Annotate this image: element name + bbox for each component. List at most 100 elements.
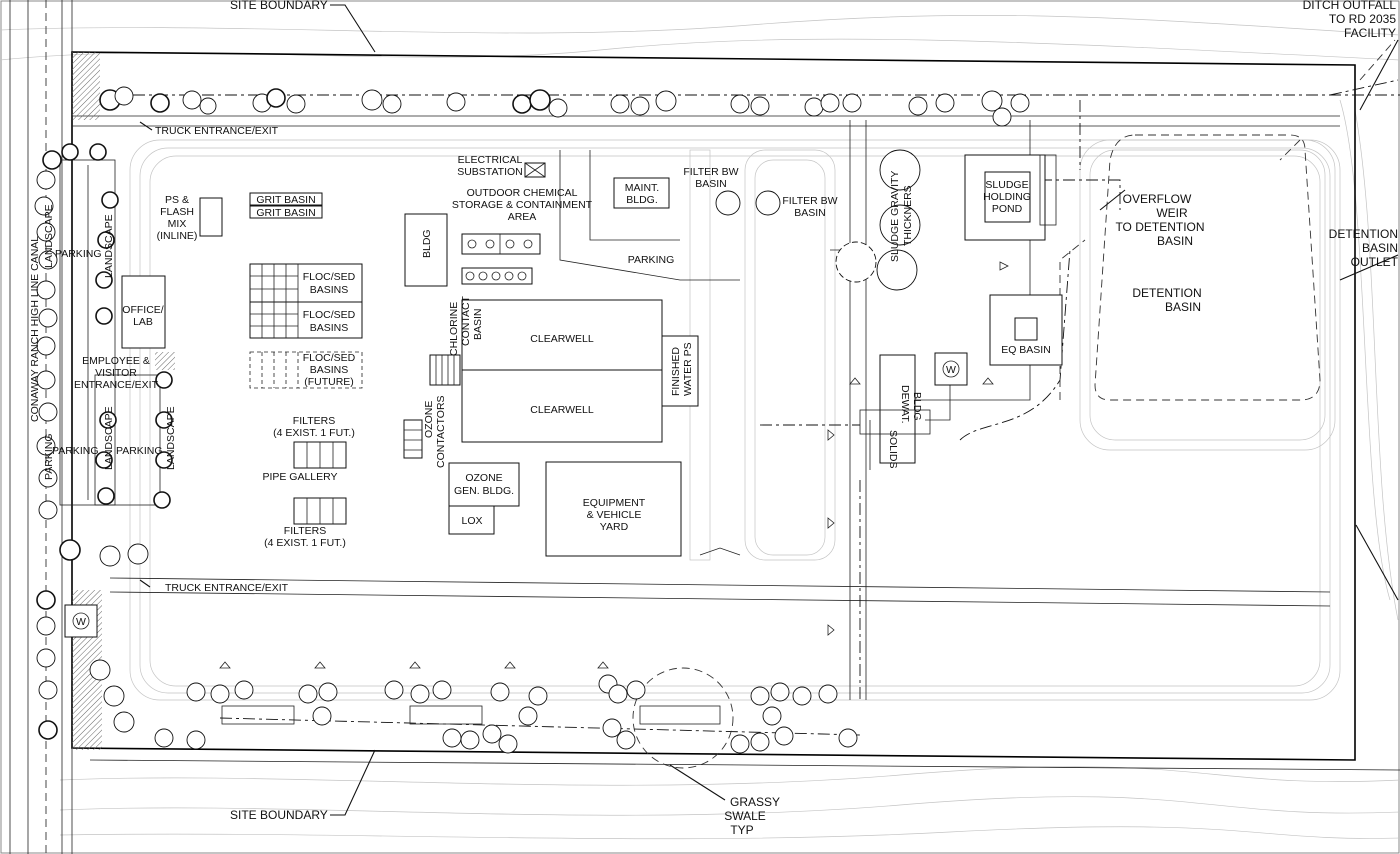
label-employee-3: ENTRANCE/EXIT (74, 379, 159, 391)
grassy-swale-circle (632, 667, 734, 769)
label-chem-2: STORAGE & CONTAINMENT (452, 199, 593, 211)
label-detention-outlet-2: BASIN (1362, 241, 1398, 255)
label-employee-2: VISITOR (95, 367, 137, 379)
label-maint-2: BLDG. (626, 194, 658, 206)
chemical-tanks-2 (461, 267, 533, 285)
label-bldg: BLDG (421, 229, 433, 258)
label-swale-3: TYP (730, 823, 753, 837)
label-sludge-hold-3: POND (992, 203, 1023, 215)
sludge-holding-pond-inner (984, 171, 1031, 223)
label-elec-1: ELECTRICAL (458, 154, 523, 166)
label-swale-2: SWALE (724, 809, 766, 823)
label-canal: CONAWAY RANCH HIGH LINE CANAL (29, 236, 41, 422)
label-floc-3a: FLOC/SED (303, 352, 356, 364)
label-ditch-outfall-1: DITCH OUTFALL (1303, 0, 1397, 12)
label-landscape-1: LANDSCAPE (103, 214, 115, 278)
gravity-thickener-3 (879, 149, 921, 191)
filter-bw-basin-2 (755, 190, 781, 216)
label-ditch-outfall-2: TO RD 2035 (1329, 12, 1396, 26)
equipment-yard (545, 461, 682, 557)
label-eq-basin: EQ BASIN (1001, 344, 1051, 356)
clearwell-south (461, 369, 663, 443)
label-swale-1: GRASSY (730, 795, 780, 809)
label-chlorine-2: CONTACT (460, 295, 472, 346)
label-equip-1: EQUIPMENT (583, 497, 646, 509)
label-w-1: W (946, 364, 956, 376)
filter-bw-basin-1 (715, 190, 741, 216)
label-truck-entrance-top: TRUCK ENTRANCE/EXIT (155, 125, 279, 137)
solids-dewatering-building (879, 354, 916, 464)
label-grit-1: GRIT BASIN (256, 194, 315, 206)
label-equip-3: YARD (600, 521, 629, 533)
label-ozone-gen-1: OZONE (465, 472, 502, 484)
label-pipe-gallery: PIPE GALLERY (262, 471, 337, 483)
label-detention-outlet-3: OUTLET (1351, 255, 1399, 269)
floc-sed-basins-2 (249, 301, 363, 339)
label-landscape-2: LANDSCAPE (43, 204, 55, 268)
label-detention-2: BASIN (1165, 300, 1201, 314)
label-maint-1: MAINT. (625, 182, 659, 194)
label-filters-top-1: FILTERS (293, 415, 335, 427)
gravity-thickener-2 (879, 204, 921, 246)
west-parking (59, 159, 161, 506)
label-landscape-3: LANDSCAPE (103, 406, 115, 470)
label-chem-1: OUTDOOR CHEMICAL (467, 187, 578, 199)
grit-basin-1 (249, 192, 323, 206)
label-ditch-outfall-3: FACILITY (1344, 26, 1396, 40)
label-office-2: LAB (133, 316, 153, 328)
label-floc-3c: (FUTURE) (304, 376, 354, 388)
label-ps-4: (INLINE) (157, 230, 198, 242)
trees-top (99, 86, 1030, 127)
label-office-1: OFFICE/ (122, 304, 163, 316)
label-chlorine-3: BASIN (472, 308, 484, 340)
label-parking-1: PARKING (55, 248, 101, 260)
valve-markers (219, 261, 1009, 669)
label-sludge-hold-2: HOLDING (983, 191, 1031, 203)
floc-sed-basins-1 (249, 263, 363, 303)
label-sludge-thick-2: THICKNERS (902, 185, 914, 246)
label-parking-2: PARKING (52, 445, 98, 457)
label-ps-1: PS & (165, 194, 189, 206)
water-well-box-2 (64, 604, 98, 638)
label-ozone-contactors-1: OZONE (423, 401, 435, 438)
label-filter-bw-2b: BASIN (794, 207, 826, 219)
label-parking-lot: PARKING (628, 254, 674, 266)
label-parking-4: PARKING (43, 434, 55, 480)
piping-solid (559, 120, 1031, 700)
label-ps-2: FLASH (160, 206, 194, 218)
site-boundary (71, 51, 1356, 761)
labels: SITE BOUNDARY SITE BOUNDARY DITCH OUTFAL… (29, 0, 1399, 837)
flash-mix-box (199, 197, 223, 237)
label-filters-bot-1: FILTERS (284, 525, 326, 537)
ozone-contactors (403, 419, 423, 459)
label-ozone-gen-2: GEN. BLDG. (454, 485, 514, 497)
label-overflow-4: BASIN (1157, 234, 1193, 248)
access-road (72, 115, 1400, 771)
label-overflow-3: TO DETENTION (1115, 220, 1204, 234)
label-filter-bw-1a: FILTER BW (683, 166, 738, 178)
label-finished-2: WATER PS (682, 342, 694, 396)
trees-west (34, 143, 173, 740)
lox-building (448, 505, 495, 535)
label-equip-2: & VEHICLE (587, 509, 642, 521)
contour-lines (0, 15, 1400, 840)
grit-basin-2 (249, 205, 323, 219)
sed-basin-circle (835, 241, 877, 283)
bldg (404, 213, 448, 287)
label-filter-bw-2a: FILTER BW (782, 195, 837, 207)
label-overflow-2: WEIR (1156, 206, 1188, 220)
label-employee-1: EMPLOYEE & (82, 355, 150, 367)
label-w-2: W (76, 616, 86, 628)
structures (64, 149, 1063, 769)
office-lab-building (121, 275, 166, 349)
clearwell-north (461, 299, 663, 371)
label-floc-3b: BASINS (310, 364, 349, 376)
label-filter-bw-1b: BASIN (695, 178, 727, 190)
label-lox: LOX (461, 515, 482, 527)
label-site-boundary-top: SITE BOUNDARY (230, 0, 328, 12)
detention-basin (1094, 134, 1321, 401)
label-floc-2b: BASINS (310, 322, 349, 334)
label-solids-3: BLDG (911, 392, 923, 421)
chlorine-contact-grid (429, 354, 461, 386)
label-sludge-hold-1: SLUDGE (985, 179, 1028, 191)
